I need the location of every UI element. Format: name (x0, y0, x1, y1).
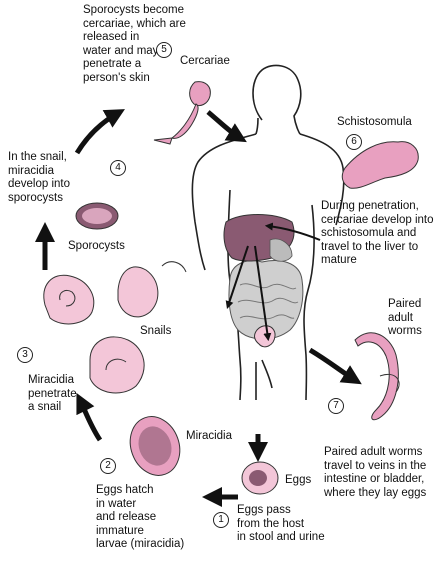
step-3-number: 3 (17, 347, 33, 363)
step-2-text: Eggs hatch in water and release immature… (96, 484, 184, 552)
snails-label: Snails (140, 325, 171, 339)
cercariae-label: Cercariae (180, 55, 230, 69)
step-5-number: 5 (156, 42, 172, 58)
step-3-text: Miracidia penetrate a snail (28, 374, 77, 415)
schistosomula-label: Schistosomula (337, 116, 412, 130)
sporocyst-illustration (76, 203, 118, 229)
step-7-number: 7 (328, 398, 344, 414)
step-6-text: During penetration, cercariae develop in… (321, 200, 434, 268)
paired-adult-worms-label: Paired adult worms (388, 298, 422, 339)
sporocysts-label: Sporocysts (68, 240, 125, 254)
step-2-number: 2 (100, 458, 116, 474)
miracidium-illustration (122, 410, 188, 483)
paired-worms-illustration (355, 333, 399, 420)
step-1-number: 1 (213, 512, 229, 528)
eggs-label: Eggs (285, 474, 311, 488)
step-4-text: In the snail, miracidia develop into spo… (8, 151, 70, 205)
step-7-text: Paired adult worms travel to veins in th… (324, 446, 426, 500)
miracidia-label: Miracidia (186, 430, 232, 444)
step-1-text: Eggs pass from the host in stool and uri… (237, 504, 325, 545)
step-4-number: 4 (110, 160, 126, 176)
bladder-illustration (255, 326, 276, 347)
egg-illustration (242, 462, 278, 494)
step-6-number: 6 (346, 134, 362, 150)
cercaria-illustration (154, 82, 210, 144)
